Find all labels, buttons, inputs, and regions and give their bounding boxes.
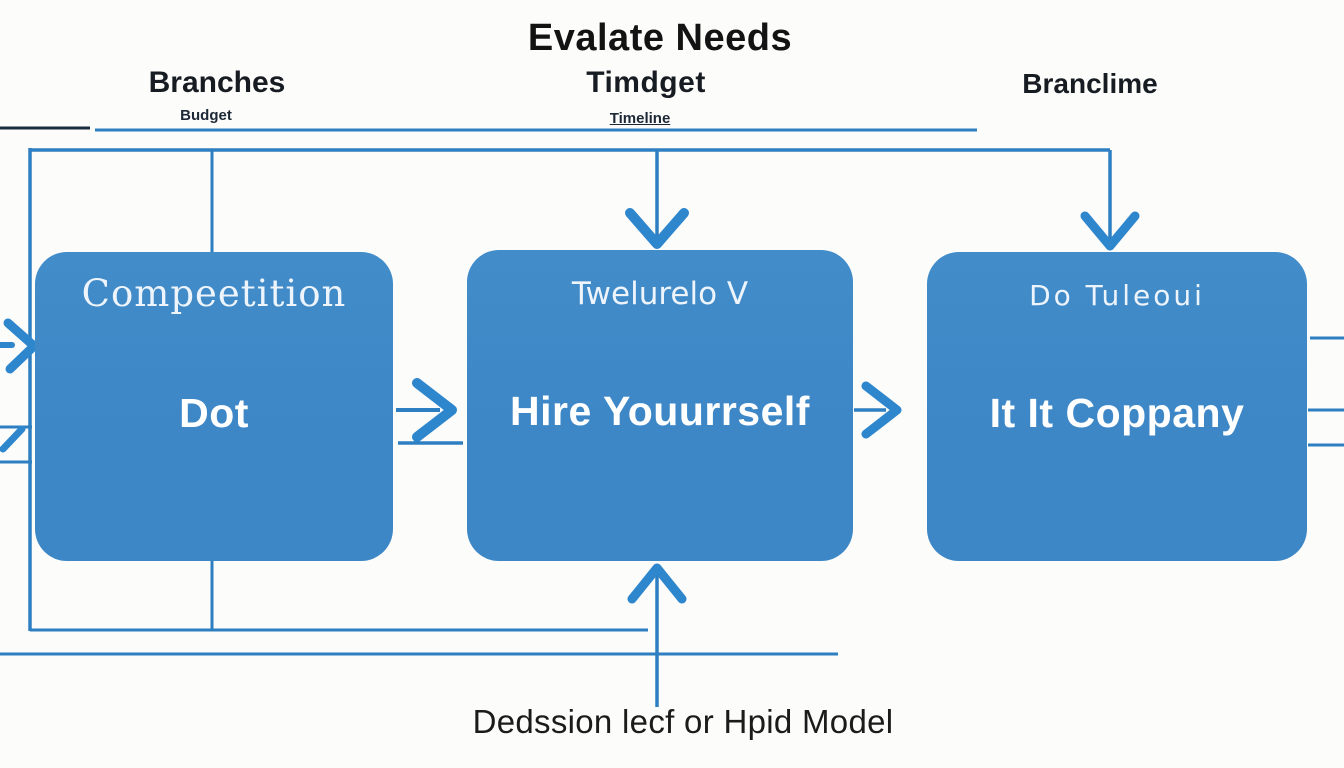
- column-label-branches: Branches: [148, 66, 286, 99]
- box1-main-label: Dot: [179, 390, 249, 436]
- bottom-caption: Dedssion lecf or Hpid Model: [472, 703, 894, 740]
- arrow-right-icon: [861, 381, 902, 439]
- arrow-down-icon: [1080, 211, 1140, 251]
- arrow-right-icon: [412, 378, 457, 442]
- box2-main-label: Hire Youurrself: [510, 388, 810, 434]
- sublabel-timeline: Timeline: [609, 110, 671, 127]
- column-label-branclime: Branclime: [1022, 68, 1158, 99]
- box2-top-label: Twelurelo V: [571, 276, 749, 312]
- box3-top-label: Do Tuleoui: [1029, 279, 1205, 312]
- flow-box-it-company: Do Tuleoui It It Coppany: [927, 252, 1307, 561]
- box1-top-label: Compeetition: [81, 272, 347, 315]
- column-label-timdget: Timdget: [586, 66, 706, 99]
- arrow-up-icon: [627, 563, 687, 604]
- flow-box-competition: Compeetition Dot: [35, 252, 393, 561]
- arrow-right-icon: [3, 318, 39, 374]
- arrow-down-icon: [625, 208, 689, 249]
- page-title: Evalate Needs: [527, 17, 793, 59]
- flow-box-hire-yourself: Twelurelo V Hire Youurrself: [467, 250, 853, 561]
- sublabel-budget: Budget: [180, 107, 232, 124]
- left-remnant-stroke: [0, 425, 26, 453]
- box3-main-label: It It Coppany: [989, 390, 1245, 436]
